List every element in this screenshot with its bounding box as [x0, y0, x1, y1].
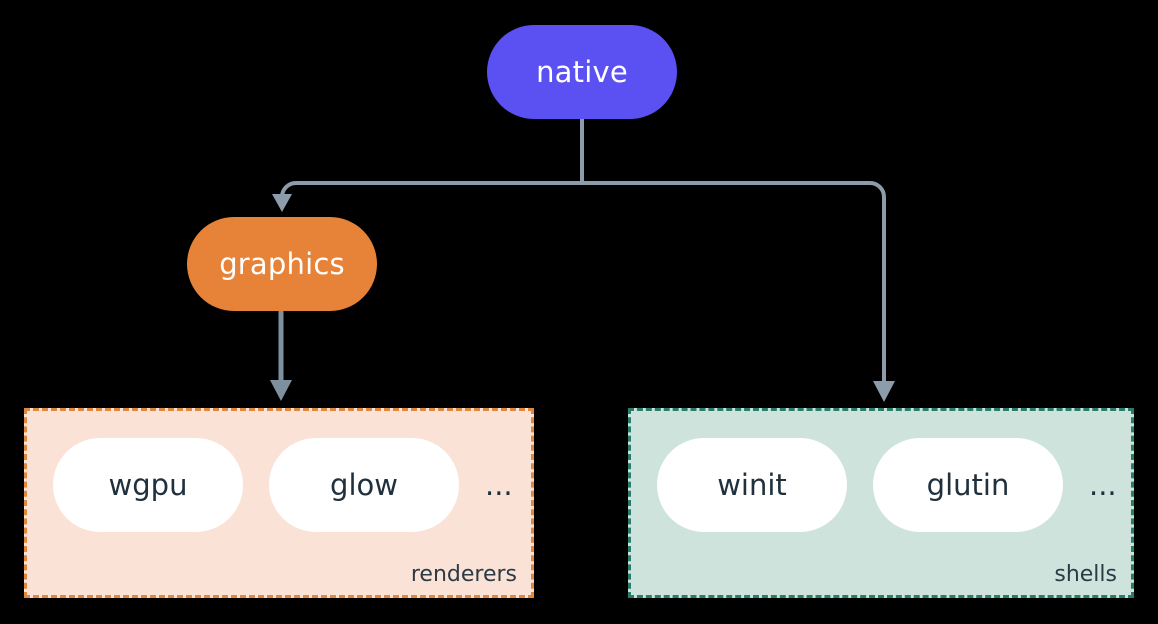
pill-wgpu-label: wgpu	[108, 468, 188, 502]
pill-glutin[interactable]: glutin	[873, 438, 1063, 532]
pill-winit[interactable]: winit	[657, 438, 847, 532]
node-graphics-label: graphics	[219, 247, 345, 281]
node-graphics[interactable]: graphics	[187, 217, 377, 311]
node-native[interactable]: native	[487, 25, 677, 119]
shells-more-ellipsis: ...	[1089, 467, 1117, 502]
edge-native-to-shells	[580, 181, 886, 386]
pill-glow[interactable]: glow	[269, 438, 459, 532]
group-renderers-label: renderers	[410, 562, 517, 587]
pill-wgpu[interactable]: wgpu	[53, 438, 243, 532]
renderers-pill-row: wgpu glow ...	[27, 438, 531, 532]
pill-glow-label: glow	[330, 468, 398, 502]
group-shells: winit glutin ... shells	[628, 408, 1134, 598]
shells-pill-row: winit glutin ...	[631, 438, 1131, 532]
arrowhead-renderers	[270, 380, 292, 401]
node-native-label: native	[536, 55, 628, 89]
renderers-more-ellipsis: ...	[485, 467, 513, 502]
arrowhead-shells	[873, 381, 895, 402]
group-shells-label: shells	[1054, 562, 1117, 587]
pill-glutin-label: glutin	[926, 468, 1010, 502]
edge-native-to-graphics	[280, 181, 584, 198]
pill-winit-label: winit	[717, 468, 787, 502]
group-renderers: wgpu glow ... renderers	[24, 408, 534, 598]
arrowhead-graphics	[272, 194, 292, 212]
